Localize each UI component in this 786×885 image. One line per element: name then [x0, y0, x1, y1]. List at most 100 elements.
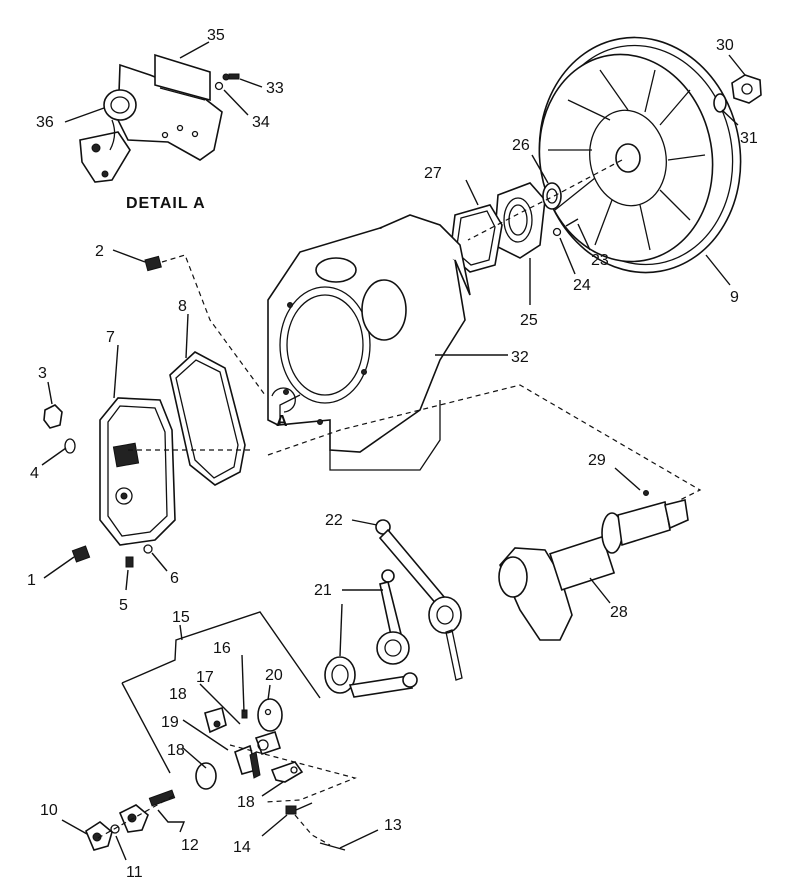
- callout-5: 5: [119, 597, 128, 614]
- callout-30: 29: [588, 452, 606, 469]
- group-bracket-15: [121, 611, 321, 699]
- leader-16: [241, 654, 245, 713]
- leader-13: [339, 829, 379, 849]
- callout-7: 7: [106, 329, 115, 346]
- callout-32: 31: [740, 130, 758, 147]
- leader-37: [64, 107, 105, 123]
- callout-14: 14: [233, 839, 251, 856]
- leader-22b: [339, 603, 343, 657]
- leader-14: [261, 814, 288, 837]
- callout-8: 8: [178, 298, 187, 315]
- leader-2: [112, 249, 146, 263]
- callout-34: 33: [266, 80, 284, 97]
- axis-line-5: [229, 744, 357, 803]
- connecting-rod-lower: [324, 569, 418, 698]
- callout-24: 23: [591, 252, 609, 269]
- leader-3: [47, 381, 53, 405]
- bolt: [565, 218, 579, 227]
- leader-23: [351, 519, 378, 526]
- leader-17: [199, 683, 241, 725]
- callout-27: 26: [512, 137, 530, 154]
- leader-18b: [261, 781, 284, 797]
- callout-26: 25: [520, 312, 538, 329]
- hex-bolt: [285, 805, 297, 815]
- flywheel-pulley: [538, 36, 742, 274]
- breather-cap: [43, 404, 63, 429]
- callout-29: 28: [610, 604, 628, 621]
- group-bracket-15-side: [121, 682, 171, 774]
- leader-29: [589, 577, 611, 604]
- cover-gasket: [169, 351, 246, 486]
- callout-10: 10: [40, 802, 58, 819]
- end-cover: [99, 397, 176, 546]
- callout-20: 19: [161, 714, 179, 731]
- leader-27: [531, 154, 549, 184]
- oil-seal: [542, 182, 562, 210]
- leader-10: [61, 819, 88, 835]
- bolt-shank: [295, 802, 313, 811]
- leader-6: [151, 552, 168, 572]
- leader-1: [43, 556, 75, 579]
- detail-a-title: DETAIL A: [126, 195, 206, 212]
- leader-5: [125, 569, 129, 591]
- axis-line-2: [161, 254, 266, 396]
- axis-line: [467, 159, 623, 241]
- leader-7: [113, 344, 119, 399]
- callout-16: 16: [213, 640, 231, 657]
- callout-33: 32: [511, 349, 529, 366]
- leader-4: [41, 447, 67, 466]
- leader-36: [179, 41, 210, 59]
- leader-35: [223, 89, 249, 116]
- tube-13: [319, 842, 346, 851]
- leader-30: [614, 467, 641, 491]
- leader-31: [728, 54, 746, 76]
- hex-nut: [731, 74, 762, 104]
- drain-plug: [71, 545, 91, 563]
- leader-20: [182, 719, 229, 751]
- fitting-ring: [110, 824, 120, 834]
- bearing-cover: [493, 182, 546, 259]
- leader-34: [239, 78, 263, 88]
- callout-13: 13: [384, 817, 402, 834]
- lock-washer: [143, 544, 153, 554]
- callout-12: 12: [181, 837, 199, 854]
- leader-24: [577, 223, 591, 251]
- callout-35: 34: [252, 114, 270, 131]
- section-arrow: [271, 387, 296, 413]
- cap-screw: [125, 556, 134, 568]
- callout-1: 1: [27, 572, 36, 589]
- pipe-plug: [144, 255, 162, 272]
- callout-4: 4: [30, 465, 39, 482]
- washer: [713, 93, 727, 113]
- detail-a-assembly: [79, 53, 240, 183]
- callout-21: 20: [265, 667, 283, 684]
- callout-36: 35: [207, 27, 225, 44]
- section-marker-a: A: [276, 413, 288, 430]
- callout-19: 18: [167, 742, 185, 759]
- callout-17: 17: [196, 669, 214, 686]
- callout-15: 15: [172, 609, 190, 626]
- unloader-parts: [195, 698, 304, 790]
- leader-19: [182, 747, 207, 769]
- leader-15: [179, 624, 183, 641]
- callout-37: 36: [36, 114, 54, 131]
- callout-22: 21: [314, 582, 332, 599]
- o-ring: [64, 438, 76, 454]
- leader-28: [465, 179, 479, 206]
- callout-3: 3: [38, 365, 47, 382]
- callout-6: 6: [170, 570, 179, 587]
- leader-9: [705, 254, 731, 286]
- leader-11: [115, 835, 127, 861]
- callout-18-lower: 18: [237, 794, 255, 811]
- leader-21: [267, 684, 271, 701]
- leader-32: [721, 109, 739, 126]
- callout-25: 24: [573, 277, 591, 294]
- leader-12: [157, 809, 186, 833]
- callout-28: 27: [424, 165, 442, 182]
- axis-line-7: [294, 814, 331, 846]
- callout-11: 11: [126, 864, 143, 881]
- crankshaft: [498, 490, 689, 641]
- axis-line-6: [97, 794, 176, 839]
- callout-23: 22: [325, 512, 343, 529]
